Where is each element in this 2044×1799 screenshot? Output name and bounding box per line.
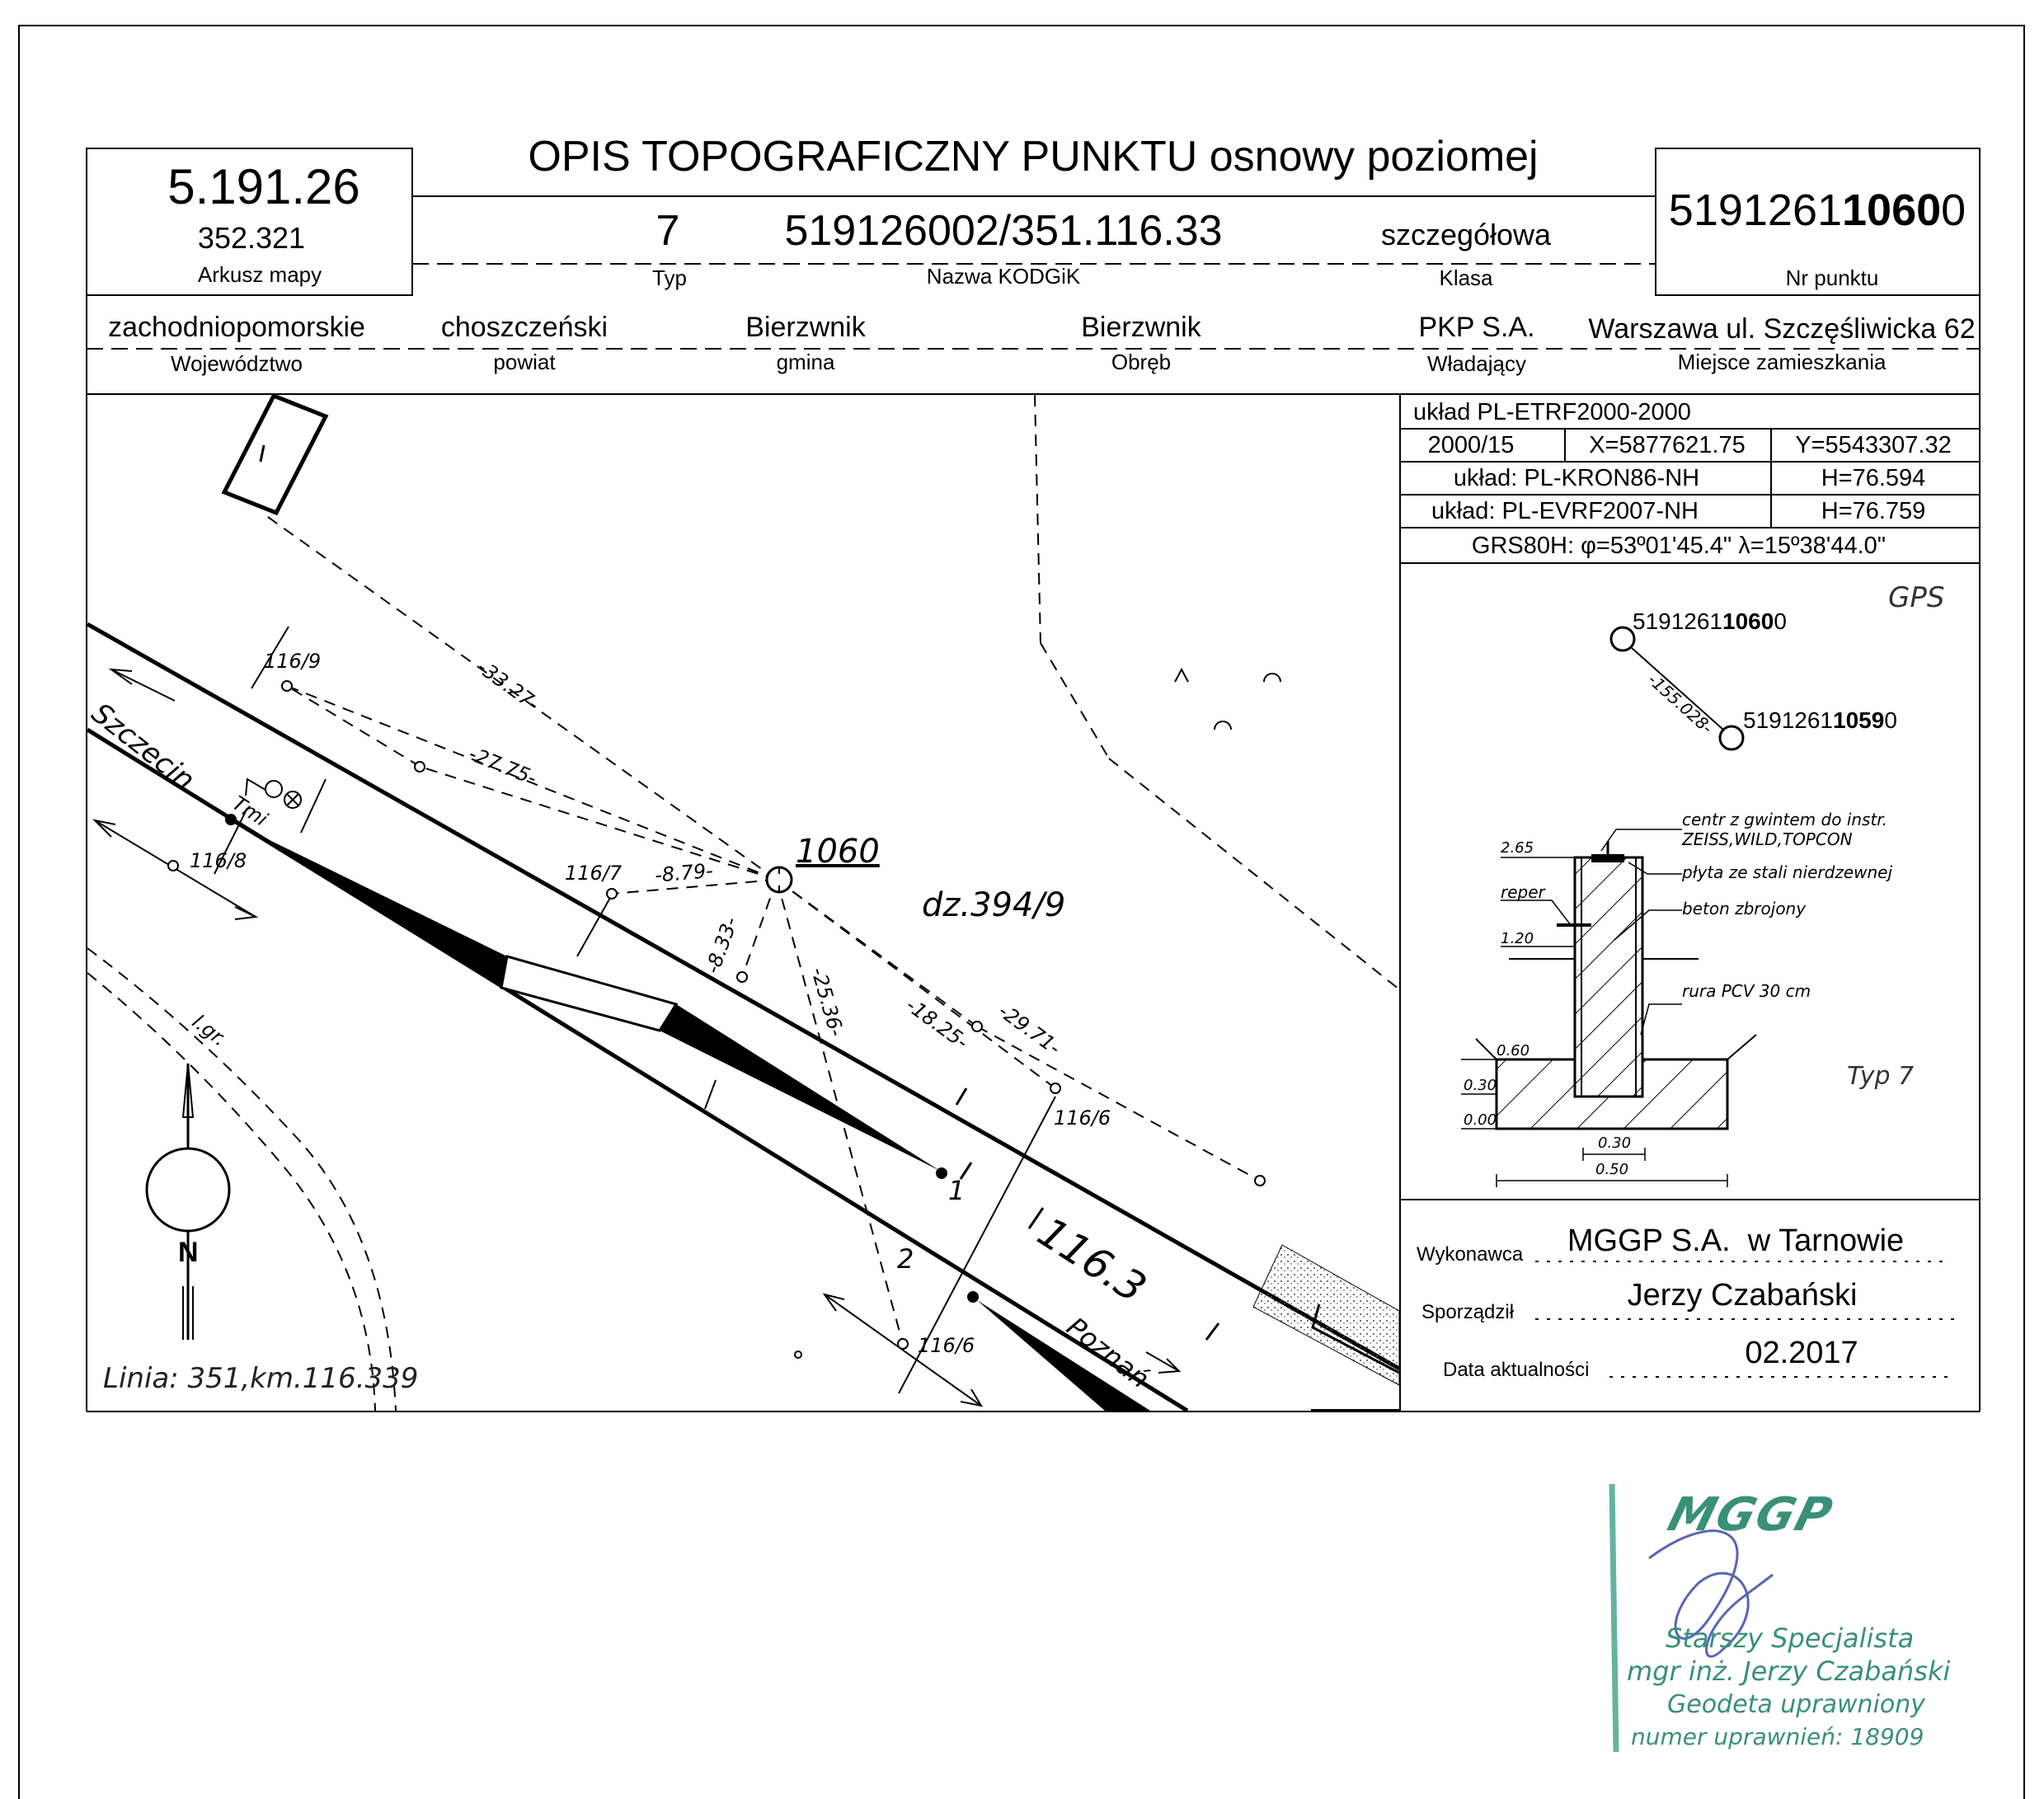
class-value: szczegółowa <box>1380 218 1552 251</box>
kodgik-value: 519126002/351.116.33 <box>784 207 1223 255</box>
commune-label: gmina <box>776 350 835 374</box>
label-116-6-b: 116/6 <box>918 1334 975 1357</box>
county-label: powiat <box>493 350 556 374</box>
commune-value: Bierzwnik <box>745 312 866 343</box>
label-concrete: beton zbrojony <box>1682 899 1807 918</box>
page-frame <box>18 25 2025 1799</box>
track-1-label: 1 <box>948 1175 966 1206</box>
parcel-label: dz.394/9 <box>922 886 1066 924</box>
height1-system: układ: PL-KRON86-NH <box>1453 465 1700 491</box>
sheet-sub: 352.321 <box>197 221 306 255</box>
stamp-line-1: Starszy Specjalista <box>1666 1623 1915 1654</box>
level-030: 0.30 <box>1464 1077 1497 1094</box>
owner-value: PKP S.A. <box>1418 312 1535 343</box>
type-label: Typ <box>652 265 687 290</box>
height2-value: H=76.759 <box>1821 498 1926 524</box>
residence-value: Warszawa ul. Szczęśliwicka 62 <box>1588 313 1976 345</box>
stamp-line-2: mgr inż. Jerzy Czabański <box>1627 1656 1951 1687</box>
coord-x: X=5877621.75 <box>1589 432 1746 458</box>
point-label-1060: 1060 <box>796 833 880 871</box>
owner-label: Władający <box>1427 351 1526 376</box>
label-pipe: rura PCV 30 cm <box>1682 981 1811 1001</box>
contractor-value: MGGP S.A. w Tarnowie <box>1567 1224 1905 1258</box>
coord-zone: 2000/15 <box>1427 432 1515 458</box>
stamp-line-4: numer uprawnień: 18909 <box>1631 1723 1924 1750</box>
level-060: 0.60 <box>1497 1042 1530 1059</box>
county-value: choszczeński <box>440 312 609 343</box>
gps-point-a: 519126110600 <box>1633 608 1787 634</box>
page-title: OPIS TOPOGRAFICZNY PUNKTU osnowy poziome… <box>528 133 1539 181</box>
gps-label: GPS <box>1888 581 1945 614</box>
height2-system: układ: PL-EVRF2007-NH <box>1431 498 1699 524</box>
label-centr-2: ZEISS,WILD,TOPCON <box>1682 829 1853 849</box>
type-value: 7 <box>655 207 680 255</box>
level-265: 2.65 <box>1501 839 1534 857</box>
kodgik-label: Nazwa KODGiK <box>926 264 1081 289</box>
author-label: Sporządził <box>1421 1301 1515 1323</box>
height1-value: H=76.594 <box>1821 465 1926 491</box>
label-plate: płyta ze stali nierdzewnej <box>1682 862 1893 882</box>
label-116-8: 116/8 <box>190 849 247 872</box>
point-number: 519126110600 <box>1668 186 1966 235</box>
date-label: Data aktualności <box>1443 1359 1590 1381</box>
level-000: 0.00 <box>1464 1111 1497 1129</box>
label-reper: reper <box>1501 882 1545 902</box>
level-120: 1.20 <box>1501 930 1534 947</box>
precinct-value: Bierzwnik <box>1081 312 1201 343</box>
date-value: 02.2017 <box>1745 1336 1858 1370</box>
section-type: Typ 7 <box>1847 1062 1915 1091</box>
label-116-6-a: 116/6 <box>1054 1106 1111 1130</box>
contractor-label: Wykonawca <box>1417 1243 1524 1266</box>
label-centr-1: centr z gwintem do instr. <box>1682 810 1888 829</box>
line-km-label: Linia: 351,km.116.339 <box>103 1362 419 1395</box>
point-label: Nr punktu <box>1785 265 1879 290</box>
coord-system: układ PL-ETRF2000-2000 <box>1413 399 1691 425</box>
sheet-number: 5.191.26 <box>167 159 360 214</box>
sheet-label: Arkusz mapy <box>197 262 322 287</box>
gps-point-b: 519126110590 <box>1743 707 1897 733</box>
stamp-line-3: Geodeta uprawniony <box>1667 1690 1926 1719</box>
precinct-label: Obręb <box>1111 350 1172 374</box>
north-label: N <box>178 1237 199 1268</box>
class-label: Klasa <box>1439 265 1493 290</box>
width-030: 0.30 <box>1598 1134 1632 1152</box>
voivodeship-value: zachodniopomorskie <box>108 312 365 343</box>
author-value: Jerzy Czabański <box>1627 1278 1858 1313</box>
residence-label: Miejsce zamieszkania <box>1677 350 1887 374</box>
label-116-9: 116/9 <box>264 650 322 673</box>
grs-coordinates: GRS80H: φ=53º01'45.4" λ=15º38'44.0" <box>1471 533 1887 559</box>
coord-y: Y=5543307.32 <box>1795 432 1952 458</box>
stamp-logo: MGGP <box>1662 1488 1840 1542</box>
width-050: 0.50 <box>1595 1161 1629 1178</box>
label-116-7: 116/7 <box>565 862 623 885</box>
track-2-label: 2 <box>897 1243 914 1275</box>
voivodeship-label: Województwo <box>171 351 303 376</box>
